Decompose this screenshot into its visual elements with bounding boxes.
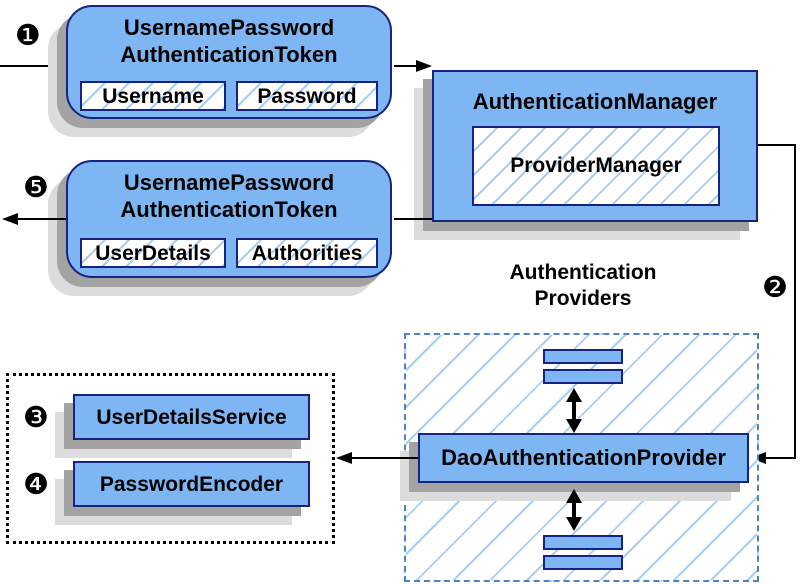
step-5-badge: ❺ — [23, 170, 49, 204]
step-5-outgoing-line — [18, 218, 66, 220]
step-1-to-manager-line — [394, 65, 418, 67]
request-token-title-line1: UsernamePassword — [123, 15, 335, 40]
authentication-manager-node: AuthenticationManager ProviderManager — [432, 70, 758, 222]
step-1-badge: ❶ — [15, 18, 41, 52]
step-2-badge: ❷ — [762, 270, 788, 304]
arrow-down-icon — [566, 419, 582, 433]
arrow-right-icon — [416, 60, 432, 72]
request-token-title-line2: AuthenticationToken — [120, 42, 338, 67]
step-1-incoming-line — [0, 65, 66, 67]
arrow-up-icon — [566, 489, 582, 503]
result-token-node: UsernamePassword AuthenticationToken Use… — [66, 160, 392, 278]
other-provider-bar — [543, 555, 623, 570]
user-details-service-node: UserDetailsService — [73, 394, 310, 440]
userdetails-field: UserDetails — [80, 238, 226, 268]
double-arrow-line — [572, 400, 576, 421]
step-4-badge: ❹ — [23, 467, 49, 501]
arrow-left-icon — [2, 213, 18, 225]
password-encoder-node: PasswordEncoder — [73, 461, 310, 507]
dao-to-services-line — [350, 457, 418, 459]
username-field: Username — [80, 81, 226, 111]
request-token-node: UsernamePassword AuthenticationToken Use… — [66, 5, 392, 119]
password-field: Password — [236, 81, 378, 111]
provider-manager-box: ProviderManager — [472, 126, 720, 206]
authorities-field: Authorities — [236, 238, 378, 268]
result-token-title-line1: UsernamePassword — [123, 170, 335, 195]
other-provider-bar — [543, 535, 623, 550]
authentication-manager-title: AuthenticationManager — [472, 89, 718, 114]
other-provider-bar — [543, 349, 623, 364]
providers-label-line1: Authentication — [509, 261, 657, 284]
step-3-badge: ❸ — [23, 400, 49, 434]
dao-authentication-provider-node: DaoAuthenticationProvider — [418, 433, 749, 483]
other-provider-bar — [543, 369, 623, 384]
double-arrow-line — [572, 501, 576, 519]
step-2-line-bottom — [764, 457, 796, 459]
arrow-left-icon — [336, 452, 352, 464]
providers-label-line2: Providers — [534, 287, 632, 310]
providers-group-label: Authentication Providers — [468, 260, 698, 312]
step-2-line-vertical — [794, 144, 796, 459]
step-5-from-manager-line — [394, 218, 432, 220]
result-token-title: UsernamePassword AuthenticationToken — [68, 162, 390, 223]
arrow-up-icon — [566, 388, 582, 402]
step-2-line-top — [758, 144, 796, 146]
request-token-title: UsernamePassword AuthenticationToken — [68, 7, 390, 68]
result-token-title-line2: AuthenticationToken — [120, 197, 338, 222]
arrow-down-icon — [566, 517, 582, 531]
